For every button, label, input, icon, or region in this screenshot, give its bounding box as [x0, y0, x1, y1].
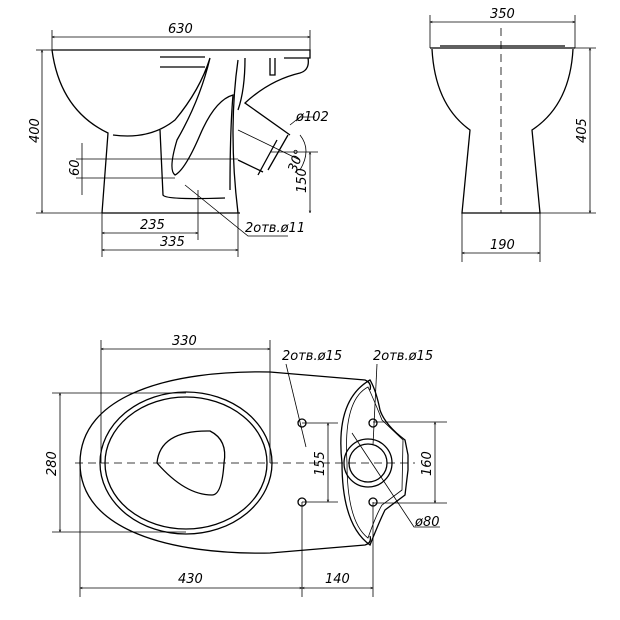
- leader-holes-11: [184, 184, 288, 237]
- side-outlet: [160, 56, 309, 176]
- dim-150: 150: [295, 168, 310, 193]
- seat-holes: [297, 418, 378, 507]
- top-view: 330 280 155 160 2отв.ø15 2отв.ø15 ø80 43…: [45, 334, 447, 597]
- dim-405: 405: [575, 118, 590, 143]
- dim-60: 60: [68, 159, 83, 176]
- leader-tank-holes: [372, 363, 378, 446]
- dim-ø102: ø102: [295, 110, 329, 125]
- side-trap: [112, 57, 234, 200]
- tank-hole: [368, 418, 378, 428]
- dim-280: 280: [45, 451, 60, 476]
- dim-30-deg: 30°: [286, 148, 308, 175]
- dim-350: 350: [490, 7, 515, 22]
- dim-160: 160: [420, 451, 435, 476]
- dim-330: 330: [172, 334, 197, 349]
- label-mounting-holes: 2отв.ø11: [245, 221, 305, 236]
- label-tank-holes: 2отв.ø15: [373, 349, 433, 364]
- dim-335: 335: [160, 235, 185, 250]
- side-bowl-outline: [51, 49, 311, 214]
- dim-235: 235: [140, 218, 165, 233]
- label-seat-holes: 2отв.ø15: [282, 349, 342, 364]
- side-view: 630 400 60 ø102 30° 150 235 335 2отв.ø11: [28, 22, 329, 257]
- dim-140: 140: [325, 572, 350, 587]
- side-outlet-axis: [237, 116, 315, 171]
- dim-ø80: ø80: [414, 515, 440, 530]
- leader-seat-holes: [285, 363, 307, 448]
- dim-630: 630: [168, 22, 193, 37]
- tank-outline: [340, 379, 409, 547]
- dim-155: 155: [313, 451, 328, 476]
- dim-190: 190: [490, 238, 515, 253]
- front-view: 350 405 190: [430, 7, 596, 262]
- leader-flush: [351, 432, 440, 528]
- front-outline: [430, 47, 575, 214]
- tank-inner-outline: [346, 386, 404, 539]
- dim-400: 400: [28, 118, 43, 143]
- top-outer-outline: [79, 371, 372, 554]
- dim-430: 430: [178, 572, 203, 587]
